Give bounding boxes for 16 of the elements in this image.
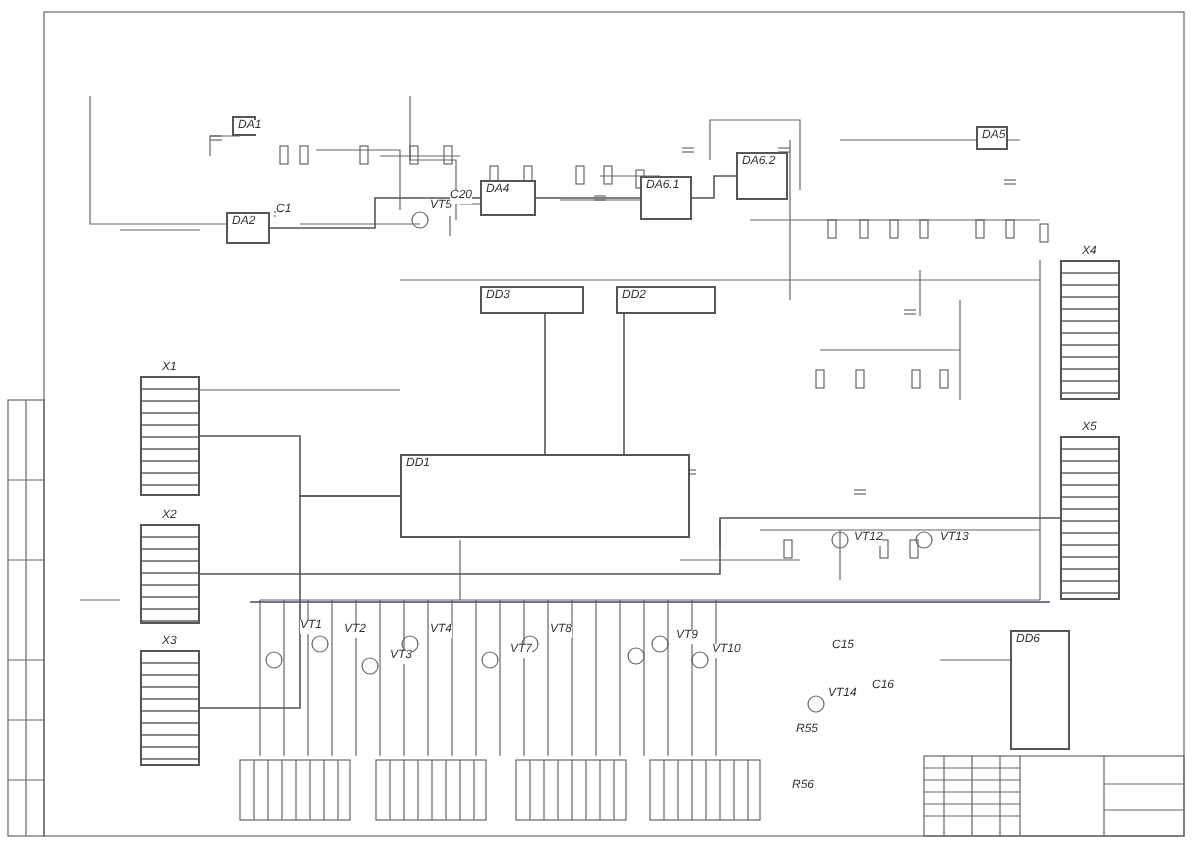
- chip-box: [400, 454, 690, 538]
- wire: [199, 517, 1061, 575]
- chip-box: [736, 152, 788, 200]
- chip-box: [226, 212, 270, 244]
- chip-box: [616, 286, 716, 314]
- chip-box: [640, 176, 692, 220]
- wire: [199, 495, 401, 709]
- wire: [623, 313, 625, 455]
- wire: [535, 197, 641, 199]
- wire: [691, 175, 737, 199]
- chip-box: [480, 286, 584, 314]
- chip-box: [1010, 630, 1070, 750]
- chip-box: [480, 180, 536, 216]
- wire: [544, 313, 546, 455]
- chip-box: [976, 126, 1008, 150]
- wire: [269, 197, 481, 229]
